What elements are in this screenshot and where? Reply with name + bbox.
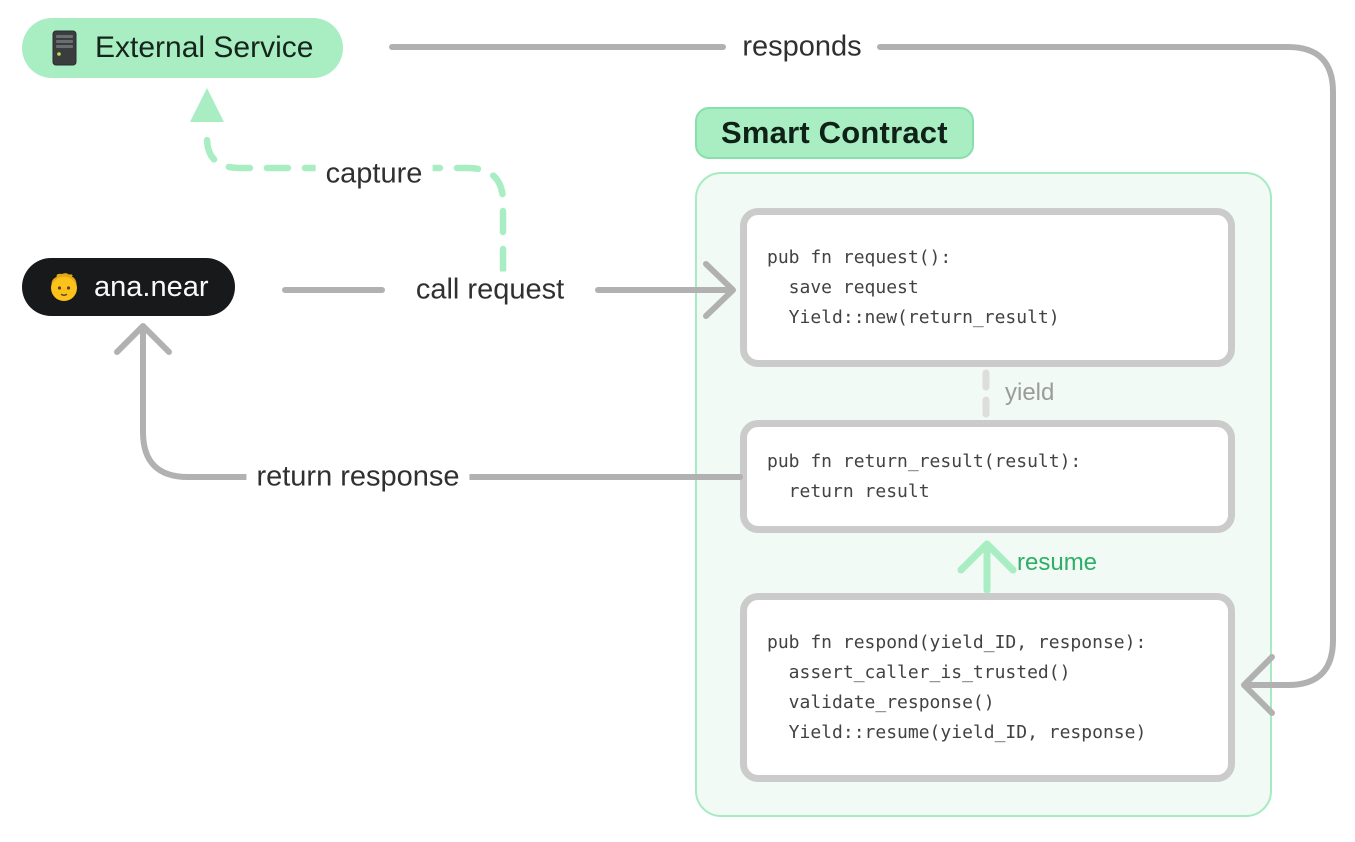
code-line: pub fn return_result(result): <box>767 450 1082 472</box>
external-service-node: External Service <box>22 18 344 78</box>
yield-label: yield <box>1005 379 1055 406</box>
user-label: ana.near <box>94 270 209 303</box>
code-line: pub fn request(): <box>767 246 952 268</box>
person-icon <box>48 271 80 303</box>
smart-contract-title: Smart Contract <box>695 107 974 159</box>
server-icon <box>52 30 77 66</box>
respond-fn-box: pub fn respond(yield_ID, response): asse… <box>740 593 1235 782</box>
return-result-fn-box: pub fn return_result(result): return res… <box>740 420 1235 533</box>
code-line: save request <box>767 276 919 298</box>
responds-label: responds <box>732 28 872 66</box>
code-line: pub fn respond(yield_ID, response): <box>767 631 1147 653</box>
capture-label: capture <box>315 155 433 193</box>
code-line: return result <box>767 480 930 502</box>
code-line: Yield::new(return_result) <box>767 306 1060 328</box>
user-node: ana.near <box>22 258 235 316</box>
return-response-arrow <box>114 323 743 480</box>
code-line: assert_caller_is_trusted() <box>767 661 1071 683</box>
call-request-label: call request <box>405 271 575 309</box>
resume-label: resume <box>1017 549 1098 576</box>
code-line: Yield::resume(yield_ID, response) <box>767 721 1147 743</box>
return-response-label: return response <box>246 458 470 496</box>
code-line: validate_response() <box>767 691 995 713</box>
external-service-label: External Service <box>95 31 314 64</box>
request-fn-box: pub fn request(): save request Yield::ne… <box>740 208 1235 367</box>
